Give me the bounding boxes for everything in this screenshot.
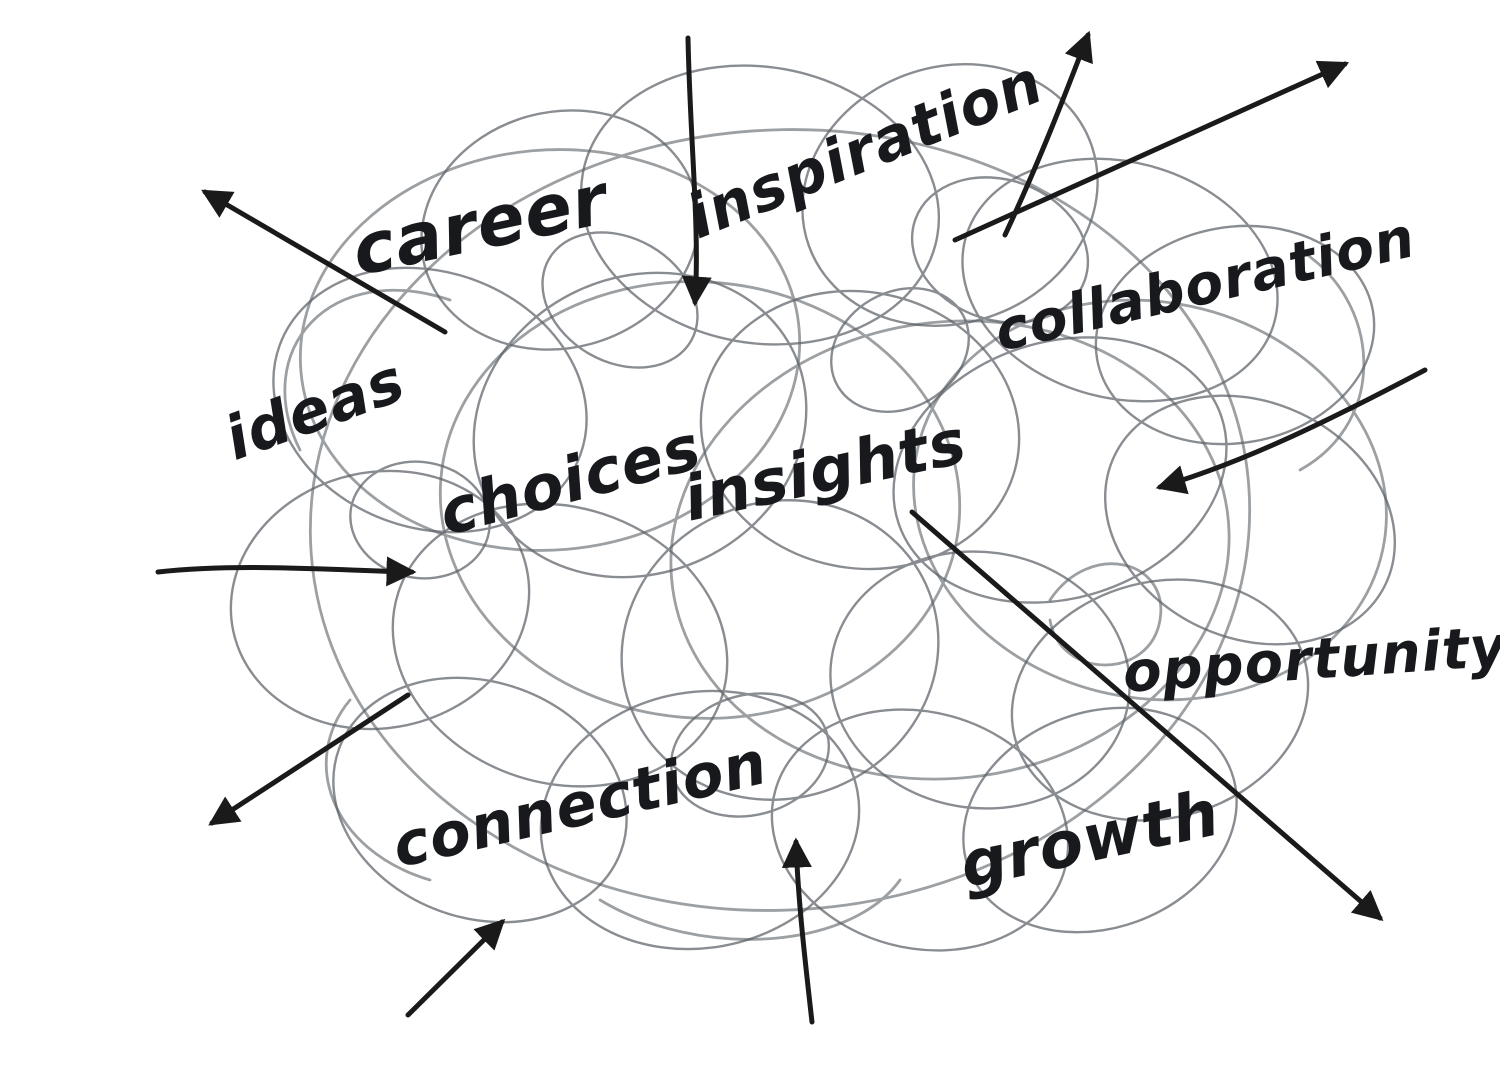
arrow-top-right-long (952, 60, 1350, 243)
arrow-bottom-right-long (909, 509, 1384, 921)
arrow-bottom-left-up (405, 918, 506, 1018)
arrow-top-middle-up (1002, 30, 1093, 238)
arrow-lower-left (208, 692, 411, 826)
arrow-bottom-middle-up (781, 837, 815, 1025)
arrow-upper-left (201, 189, 448, 335)
arrow-right-inward (1155, 367, 1428, 495)
scribble-loops-large (283, 128, 1388, 941)
scribble-loops (229, 63, 1397, 952)
arrow-center-down (681, 35, 712, 307)
arrow-left-horizontal (155, 556, 417, 587)
